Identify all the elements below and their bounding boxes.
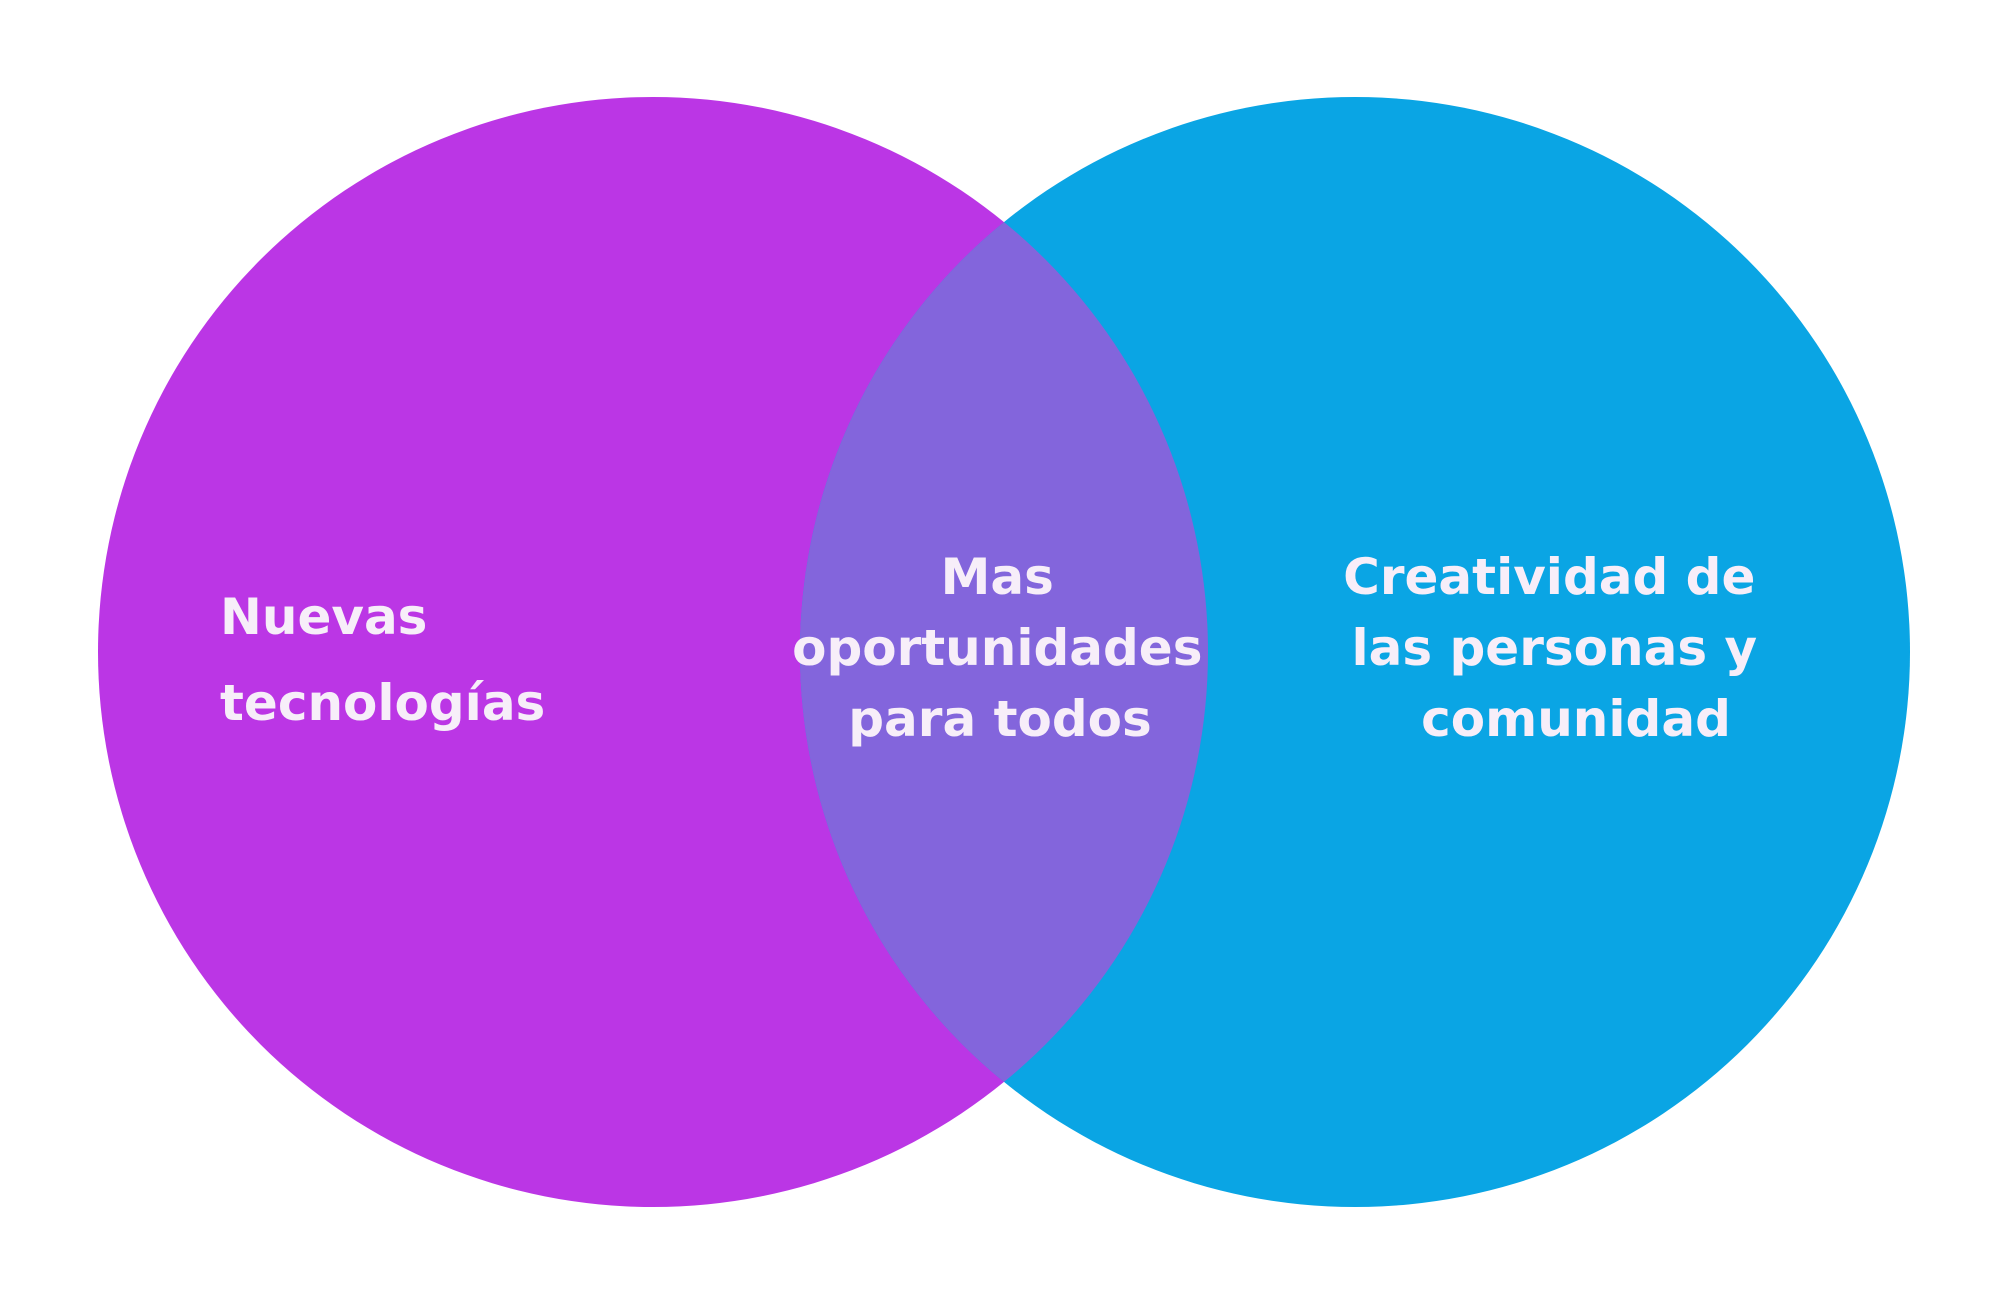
left-label-line-2: tecnologías: [220, 674, 545, 732]
right-label-line-2: las personas y: [1351, 619, 1757, 677]
right-label-line-3: comunidad: [1421, 690, 1731, 748]
right-label: Creatividad de las personas y comunidad: [1343, 548, 1774, 748]
right-label-line-1: Creatividad de: [1343, 548, 1755, 606]
center-label: Mas oportunidades para todos: [792, 548, 1220, 748]
left-label-line-1: Nuevas: [220, 588, 427, 646]
center-label-line-1: Mas: [941, 548, 1054, 606]
center-label-line-3: para todos: [848, 690, 1152, 748]
overlap-region: [800, 97, 1208, 1207]
left-label: Nuevas tecnologías: [220, 588, 545, 732]
center-label-line-2: oportunidades: [792, 619, 1202, 677]
